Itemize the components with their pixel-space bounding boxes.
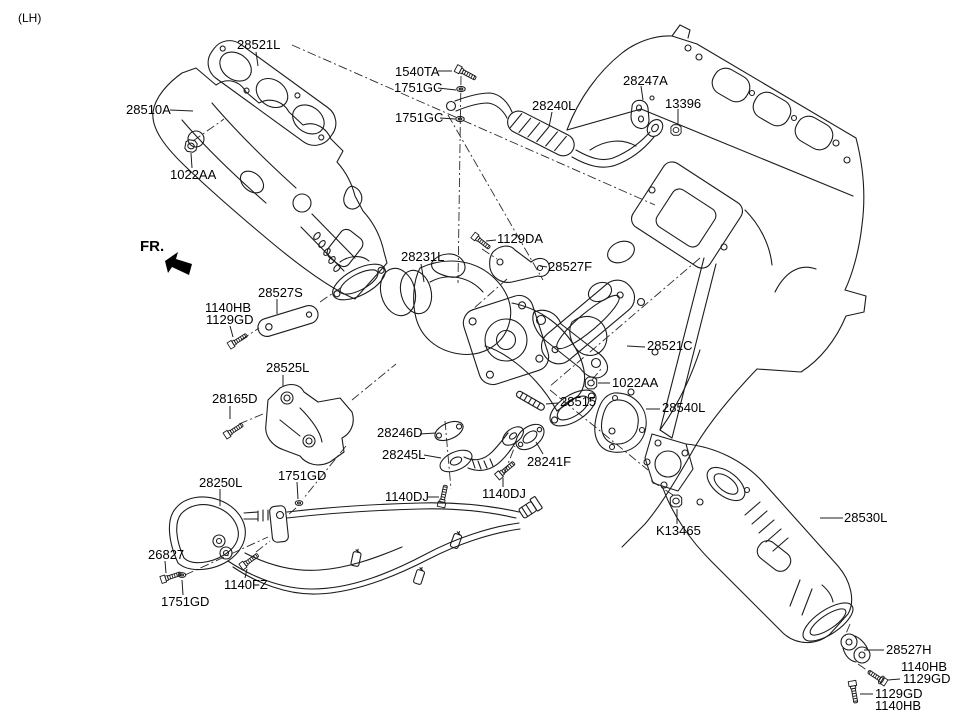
part-28540L-gasket: [594, 392, 647, 453]
callout-28245L: 28245L: [382, 447, 426, 462]
part-1022AA-nut-2: [584, 376, 598, 390]
callout-28525L: 28525L: [266, 360, 310, 375]
part-28521L-manifold-gasket: [207, 40, 337, 146]
part-28241F-gasket: [515, 423, 545, 451]
engine-block: [566, 24, 867, 548]
part-28165D-bolt: [222, 421, 245, 440]
part-28527F-bracket: [489, 245, 550, 283]
callout-1751GD-2: 1751GD: [161, 594, 210, 609]
part-1022AA-nut-1: [183, 138, 199, 154]
part-28527H-bracket: [840, 633, 871, 664]
part-1129GD-1140HB-bolt-3: [847, 679, 861, 704]
callout-28530L: 28530L: [844, 510, 888, 525]
part-K13465-nut: [669, 494, 683, 508]
callout-28527F: 28527F: [548, 259, 593, 274]
callout-1140HB-1: 1140HB: [205, 300, 252, 315]
callout-1022AA-1: 1022AA: [170, 167, 217, 182]
part-1140FZ-bolt: [238, 551, 261, 571]
part-28530L-catalytic-converter: [644, 433, 854, 644]
part-1129DA-bolt: [470, 231, 493, 252]
callout-1129GD-1: 1129GD: [206, 312, 254, 327]
callout-1022AA-2: 1022AA: [612, 375, 659, 390]
callout-28527S: 28527S: [258, 285, 303, 300]
callout-28240L: 28240L: [532, 98, 576, 113]
callout-1751GC-2: 1751GC: [395, 110, 444, 125]
part-28510A-exhaust-manifold: [152, 67, 388, 301]
callout-28231L: 28231L: [401, 249, 445, 264]
callout-28246D: 28246D: [377, 425, 423, 440]
part-1140HB-1129GD-bolt-1: [226, 331, 249, 350]
part-1751GD-ring-1: [294, 500, 304, 506]
part-28231L-turbocharger: [379, 253, 597, 427]
callout-28521C: 28521C: [647, 338, 693, 353]
callout-28165D: 28165D: [212, 391, 258, 406]
callout-28241F: 28241F: [527, 454, 572, 469]
part-28246D-gasket: [434, 420, 464, 442]
callout-1540TA: 1540TA: [395, 64, 440, 79]
callout-K13465: K13465: [656, 523, 701, 538]
part-1540TA-bolt: [453, 64, 478, 83]
callout-1129GD-3: 1129GD: [875, 686, 923, 701]
callout-28521L: 28521L: [237, 37, 281, 52]
callout-13396: 13396: [665, 96, 702, 111]
callout-28527H: 28527H: [886, 642, 932, 657]
callout-28510A: 28510A: [126, 102, 171, 117]
callout-28247A: 28247A: [623, 73, 668, 88]
leader-lines: [164, 51, 901, 695]
callout-1140FZ: 1140FZ: [224, 577, 268, 592]
front-marker-label: FR.: [140, 238, 165, 255]
part-28525L-heat-protector: [265, 383, 354, 466]
part-28527S-stay: [257, 305, 319, 337]
callout-1751GD-1: 1751GD: [278, 468, 327, 483]
callout-28515: 28515: [560, 394, 597, 409]
callout-28540L: 28540L: [662, 400, 706, 415]
callout-28250L: 28250L: [199, 475, 243, 490]
part-13396-nut: [670, 124, 682, 136]
callout-1140HB-2: 1140HB: [901, 659, 948, 674]
part-28521C-gasket: [532, 279, 636, 379]
part-28245L-oil-pipe: [439, 426, 524, 473]
callout-1751GC-1: 1751GC: [394, 80, 443, 95]
part-28247A-bracket: [630, 95, 655, 130]
callout-1140DJ-1: 1140DJ: [385, 489, 429, 504]
callout-1140DJ-2: 1140DJ: [482, 486, 526, 501]
view-label: (LH): [18, 11, 42, 25]
part-28515-stud: [515, 390, 545, 411]
front-direction-arrow: [165, 252, 192, 275]
part-28250L-water-pipe-assembly: [168, 496, 543, 595]
callout-1140HB-3: 1140HB: [875, 698, 922, 713]
part-1140DJ-bolt-1: [436, 484, 450, 509]
callout-26827: 26827: [148, 547, 185, 562]
part-1140HB-1129GD-bolt-2: [866, 668, 889, 687]
part-28240L-water-pipe: [445, 92, 664, 168]
callout-1129GD-2: 1129GD: [903, 671, 951, 686]
callout-1129DA: 1129DA: [497, 231, 544, 246]
